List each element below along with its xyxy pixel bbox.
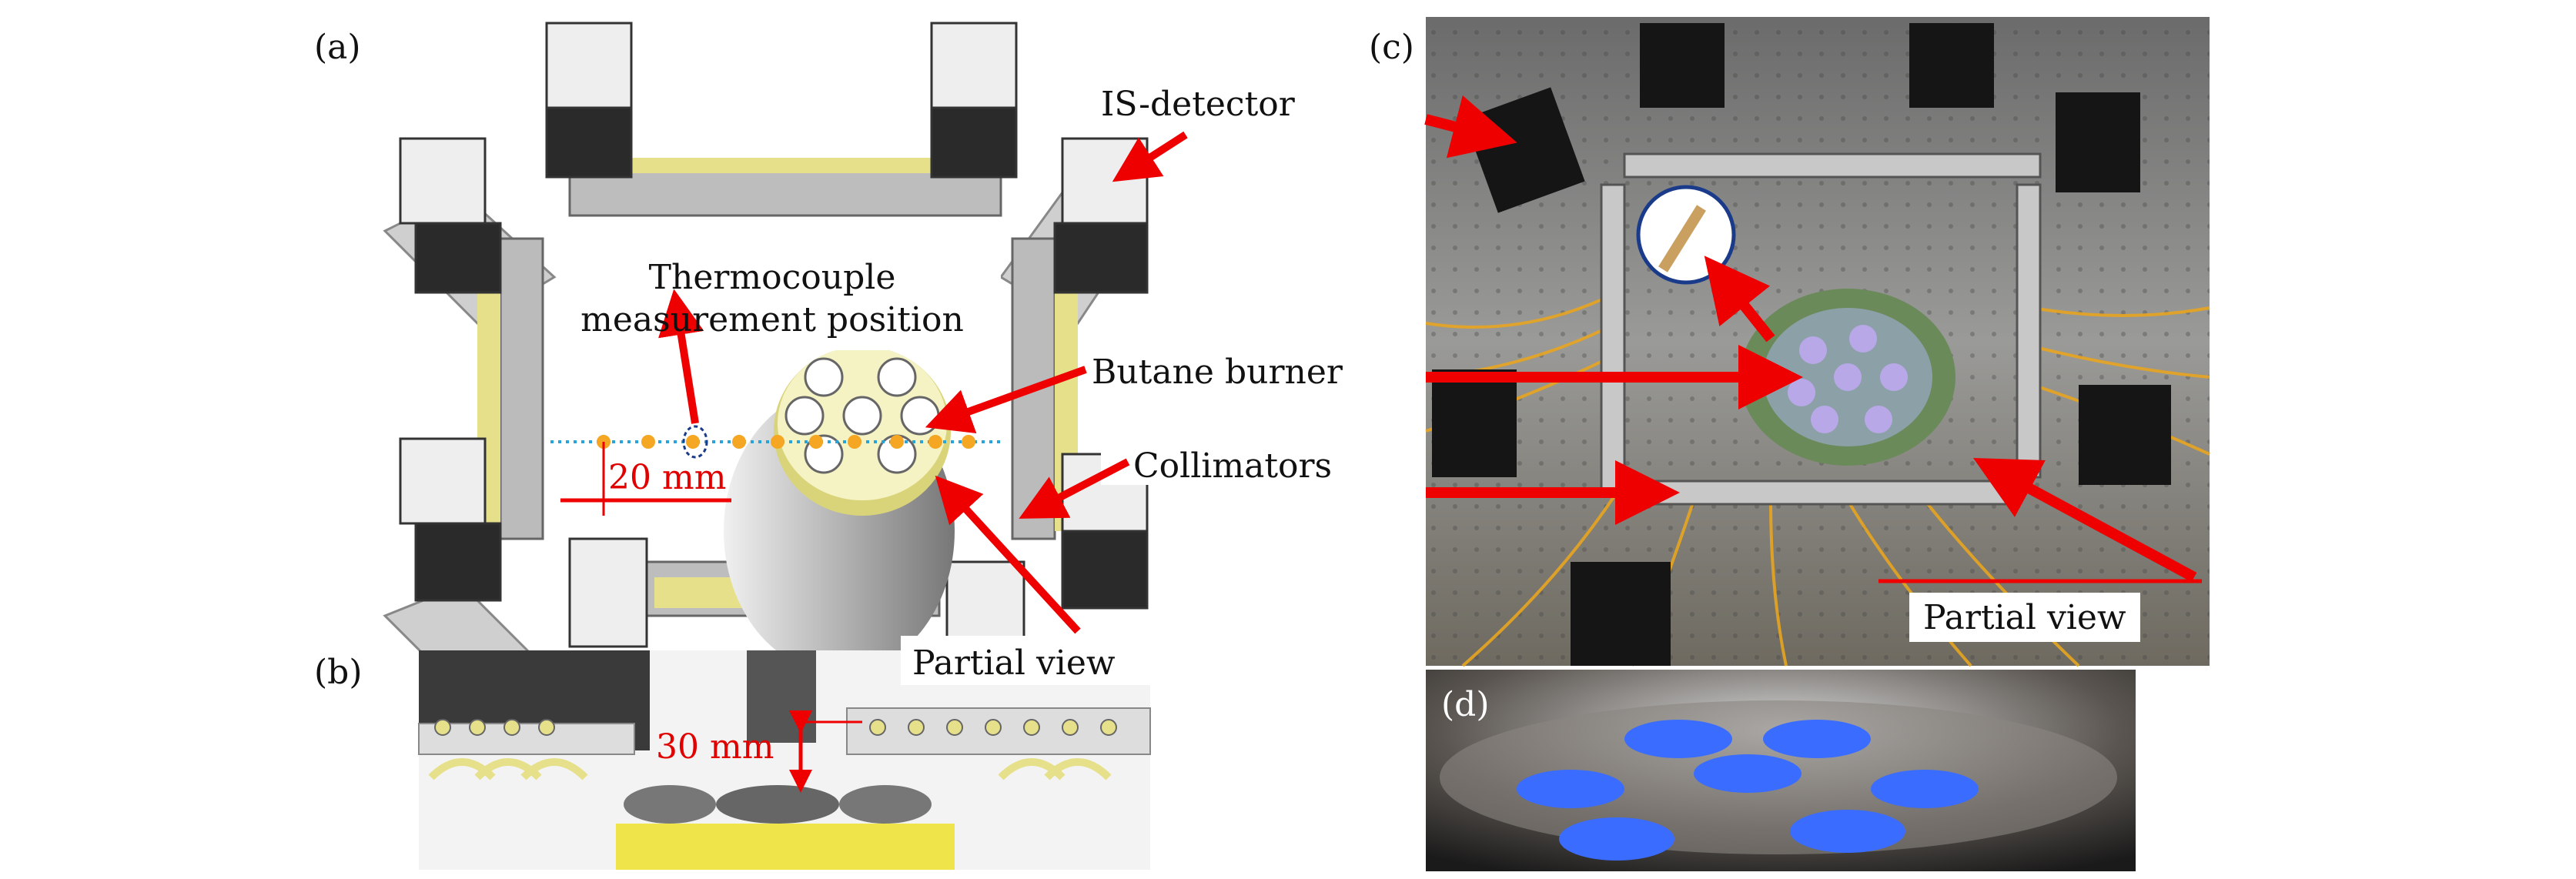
- panel-d-label: (d): [1441, 685, 1490, 724]
- panel-c-label: (c): [1369, 28, 1414, 67]
- butane-burner-label: Butane burner: [1092, 353, 1343, 392]
- butane-burner-model: [724, 346, 955, 673]
- thermocouple-label-line2: measurement position: [580, 300, 964, 339]
- collimators-label: Collimators: [1133, 446, 1332, 486]
- is-detectors: [399, 22, 1149, 648]
- panel-b-label: (b): [314, 653, 363, 692]
- annotation-arrows: [658, 131, 1188, 634]
- flames: [1517, 720, 1979, 861]
- height-label: 30 mm: [656, 727, 774, 767]
- panel-a: (a): [314, 22, 1401, 694]
- partial-view-label: Partial view: [912, 643, 1116, 683]
- panel-d: (d): [1426, 670, 2136, 871]
- partial-view-callout: Partial view: [901, 636, 1155, 685]
- distance-label: 20 mm: [608, 458, 726, 497]
- is-detector-label: IS-detector: [1101, 85, 1296, 124]
- selected-point-marker: [682, 425, 708, 459]
- panel-a-label: (a): [314, 28, 361, 67]
- panel-c: (c) Partia: [1369, 17, 2210, 667]
- panel-b: (b) 30 mm: [314, 650, 1151, 870]
- partial-view-label-background: [901, 636, 1155, 685]
- thermocouple-label-line1: Thermocouple: [649, 258, 896, 297]
- thermocouple-points: [597, 435, 975, 449]
- photo-arrows: [1424, 95, 2197, 583]
- partial-view-photo-label: Partial view: [1923, 598, 2126, 637]
